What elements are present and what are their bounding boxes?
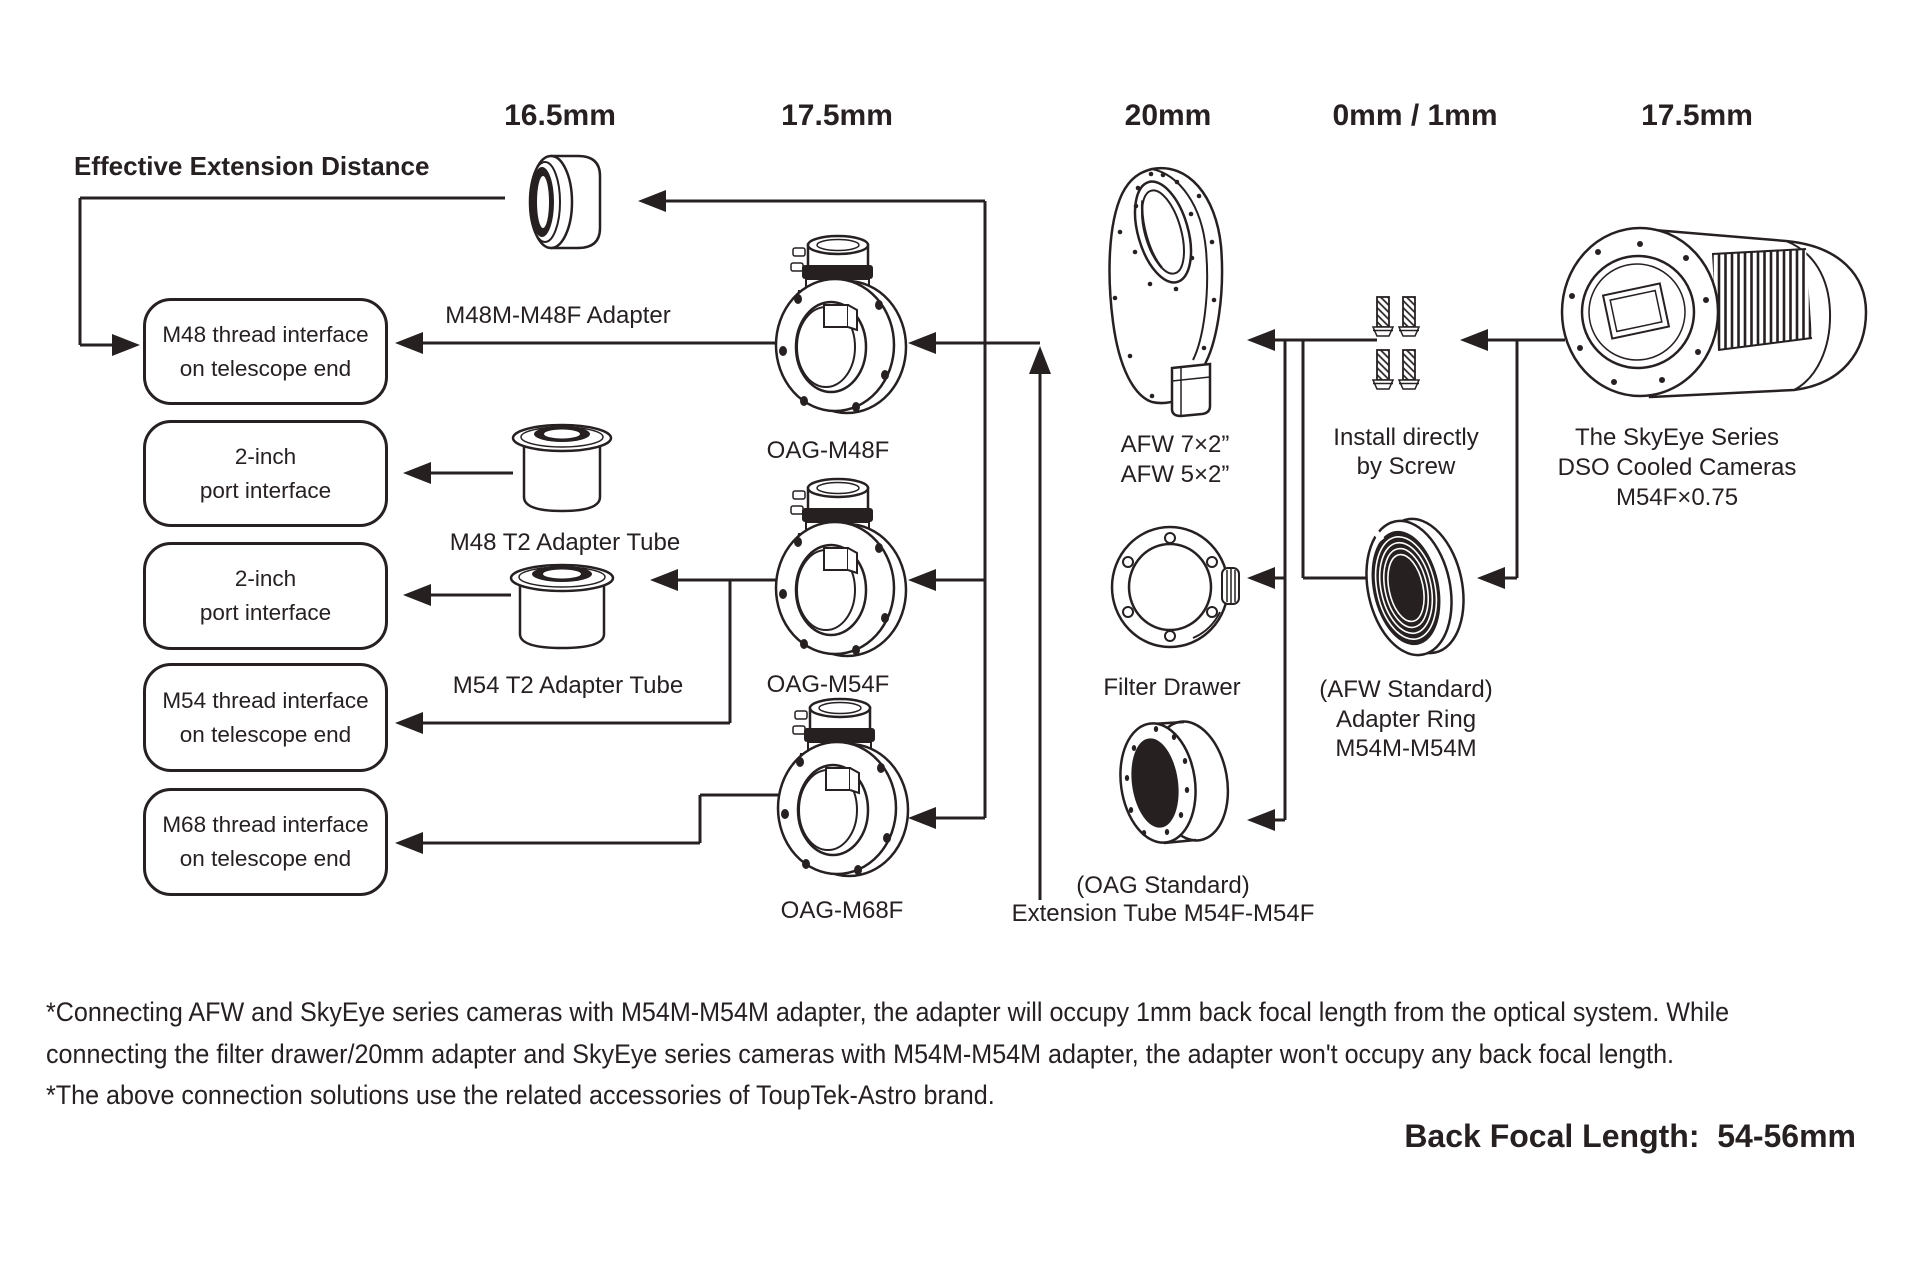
- camera-label-line-1: The SkyEye Series: [1574, 424, 1780, 451]
- install-by-screw-label-line-1: Install directly: [1333, 424, 1479, 451]
- interface-box-m48-thread: M48 thread interface on telescope end: [143, 298, 388, 405]
- camera-label-line-2: DSO Cooled Cameras: [1557, 454, 1797, 481]
- filter-drawer-drawing: [1110, 525, 1240, 649]
- distance-header-1: 16.5mm: [504, 99, 616, 132]
- diagram-title: Effective Extension Distance: [74, 151, 430, 181]
- interface-box-m68-thread: M68 thread interface on telescope end: [143, 788, 388, 896]
- afw-filter-wheel-drawing: [1108, 166, 1224, 418]
- back-focal-length-label: Back Focal Length: 54-56mm: [1404, 1118, 1856, 1154]
- camera-label-line-3: M54F×0.75: [1615, 484, 1739, 511]
- filter-drawer-label: Filter Drawer: [1103, 674, 1241, 701]
- connector-lines: [78, 190, 1565, 900]
- afw-label-line-1: AFW 7×2”: [1120, 431, 1230, 458]
- adapter-ring-label-line-2: Adapter Ring: [1335, 706, 1477, 733]
- oag-m68f-drawing: [776, 697, 910, 878]
- extension-tube-drawing: [1119, 720, 1230, 845]
- oag-m68f-label: OAG-M68F: [780, 897, 904, 924]
- interface-box-2inch-port-2: 2-inch port interface: [143, 542, 388, 650]
- distance-header-2: 17.5mm: [781, 99, 893, 132]
- afw-label-line-2: AFW 5×2”: [1120, 461, 1230, 488]
- interface-box-2inch-port-1: 2-inch port interface: [143, 420, 388, 527]
- oag-m54f-label: OAG-M54F: [766, 671, 890, 698]
- screws-drawing: [1372, 296, 1420, 390]
- m48m-m48f-adapter-drawing: [528, 154, 602, 250]
- m48-t2-tube-drawing: [511, 423, 613, 513]
- oag-m48f-drawing: [774, 234, 908, 415]
- m54-t2-tube-drawing: [509, 563, 615, 650]
- extension-tube-label-line-2: Extension Tube M54F-M54F: [1011, 900, 1315, 927]
- adapter-ring-label-line-3: M54M-M54M: [1335, 735, 1477, 762]
- m48m-m48f-adapter-label: M48M-M48F Adapter: [445, 302, 671, 329]
- distance-header-4: 0mm / 1mm: [1332, 99, 1498, 132]
- oag-m54f-drawing: [774, 477, 908, 658]
- adapter-ring-drawing: [1365, 517, 1465, 658]
- footnote-line-1: *Connecting AFW and SkyEye series camera…: [46, 997, 1730, 1027]
- m48-t2-tube-label: M48 T2 Adapter Tube: [449, 529, 681, 556]
- adapter-ring-label-line-1: (AFW Standard): [1319, 676, 1493, 703]
- camera-drawing: [1560, 226, 1868, 399]
- m54-t2-tube-label: M54 T2 Adapter Tube: [452, 672, 684, 699]
- footnote-line-2: connecting the filter drawer/20mm adapte…: [46, 1039, 1675, 1069]
- distance-header-3: 20mm: [1124, 99, 1212, 132]
- install-by-screw-label-line-2: by Screw: [1356, 453, 1456, 480]
- interface-box-m54-thread: M54 thread interface on telescope end: [143, 663, 388, 772]
- arrowheads: [112, 190, 1505, 854]
- footnote-line-3: *The above connection solutions use the …: [46, 1080, 995, 1110]
- distance-header-5: 17.5mm: [1641, 99, 1753, 132]
- extension-tube-label-line-1: (OAG Standard): [1076, 872, 1250, 899]
- oag-m48f-label: OAG-M48F: [766, 437, 890, 464]
